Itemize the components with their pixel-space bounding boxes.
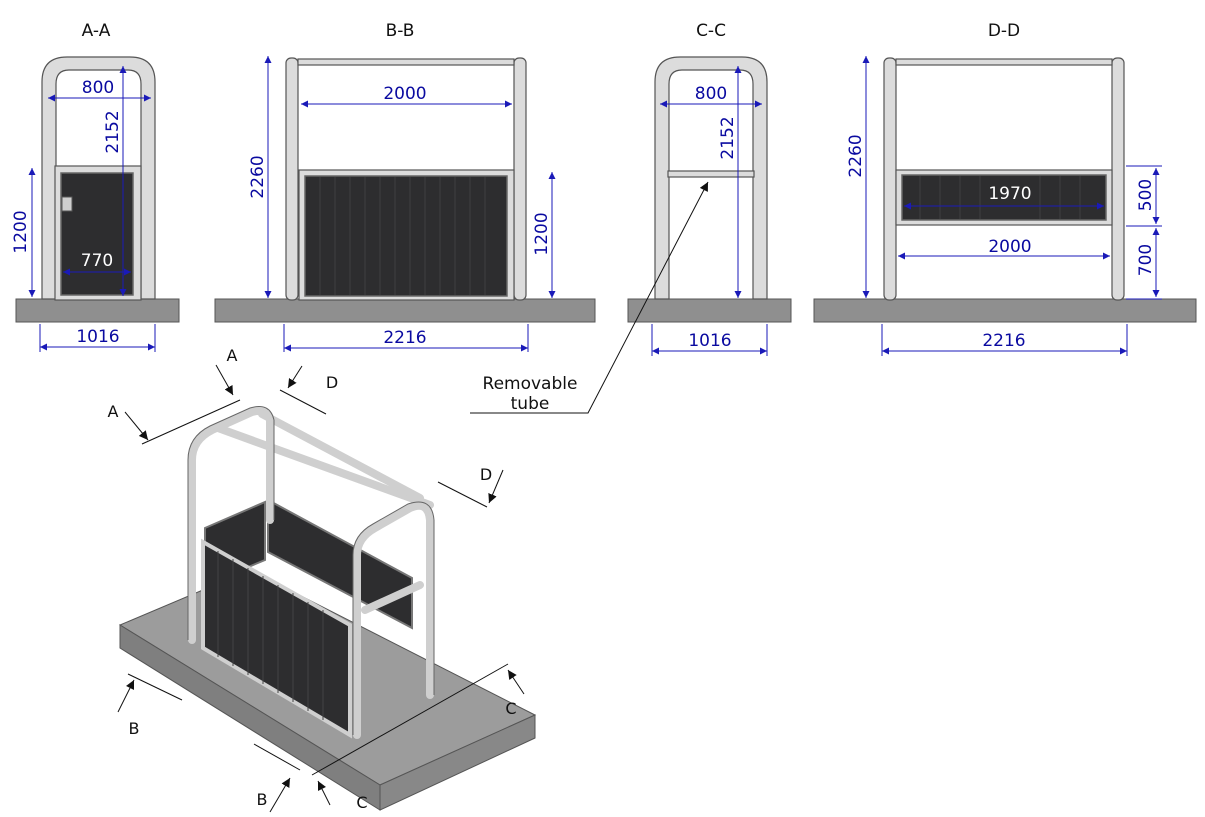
section-c-arrow-1 bbox=[317, 780, 331, 806]
section-c-label-1: C bbox=[356, 793, 367, 812]
view-c-c-title: C-C bbox=[696, 21, 726, 41]
section-d-line-2 bbox=[437, 481, 488, 508]
view-d-d-slats bbox=[919, 176, 1081, 219]
iso-tubes bbox=[188, 407, 434, 739]
iso-base-side bbox=[379, 714, 536, 811]
section-a-label-1: A bbox=[108, 402, 119, 421]
section-b-arrow-2 bbox=[269, 777, 291, 813]
view-b-b-slats bbox=[319, 177, 486, 295]
view-b-b-dim-panel-height: 1200 bbox=[532, 212, 552, 255]
section-a-arrow-1 bbox=[124, 411, 149, 441]
view-b-b-title: B-B bbox=[386, 21, 415, 41]
section-b-line-2 bbox=[253, 743, 301, 771]
section-b-line-1 bbox=[127, 673, 183, 701]
section-d-arrow-2 bbox=[488, 469, 504, 504]
view-b-b-base bbox=[214, 298, 596, 323]
view-c-c-dim-base: 1016 bbox=[688, 331, 731, 351]
section-c-line bbox=[311, 663, 509, 776]
view-a-a-dim-height: 2152 bbox=[103, 110, 123, 153]
view-b-b-dim-span: 2000 bbox=[383, 84, 426, 104]
section-d-label-1: D bbox=[326, 373, 338, 392]
view-c-c-base bbox=[627, 298, 792, 323]
view-c-c-dim-height: 2152 bbox=[718, 116, 738, 159]
callout-line-2: tube bbox=[511, 394, 550, 414]
view-d-d-dim-span: 2000 bbox=[988, 237, 1031, 257]
view-b-b-top-rail bbox=[297, 58, 515, 66]
view-d-d-base bbox=[813, 298, 1197, 323]
view-a-a-latch bbox=[61, 196, 73, 212]
view-a-a-base bbox=[15, 298, 180, 323]
view-a-a-dim-base: 1016 bbox=[76, 327, 119, 347]
view-a-a-dim-width: 800 bbox=[82, 78, 114, 98]
view-a-a: A-A 800 2152 1200 770 1016 bbox=[11, 21, 180, 352]
view-a-a-panel bbox=[60, 172, 134, 296]
section-a-line bbox=[141, 399, 241, 445]
view-d-d-dim-base: 2216 bbox=[982, 331, 1025, 351]
section-markers: A A D D B B C C bbox=[108, 346, 525, 813]
iso-tube-outlines bbox=[187, 406, 435, 735]
section-d-label-2: D bbox=[480, 465, 492, 484]
section-a-label-2: A bbox=[227, 346, 238, 365]
view-b-b-panel bbox=[304, 175, 508, 297]
section-c-label-2: C bbox=[505, 699, 516, 718]
view-d-d-dim-floor-gap: 700 bbox=[1136, 244, 1156, 276]
view-c-c-frame bbox=[654, 56, 768, 300]
view-b-b-post-right bbox=[513, 57, 527, 301]
section-d-line-1 bbox=[279, 389, 327, 415]
section-d-arrow-1 bbox=[287, 365, 303, 389]
view-d-d: D-D 1970 2000 2260 500 700 2216 bbox=[813, 21, 1197, 356]
view-a-a-title: A-A bbox=[82, 21, 111, 41]
section-a-arrow-2 bbox=[215, 364, 234, 396]
view-d-d-dim-height: 2260 bbox=[846, 134, 866, 177]
isometric-view bbox=[118, 406, 537, 811]
view-c-c: C-C 800 2152 1016 bbox=[627, 21, 792, 356]
view-d-d-top-rail bbox=[895, 58, 1113, 66]
section-b-arrow-1 bbox=[117, 679, 135, 713]
iso-panel-back-right bbox=[267, 498, 413, 630]
view-d-d-dim-panel-height: 500 bbox=[1136, 179, 1156, 211]
view-d-d-post-right bbox=[1111, 57, 1125, 301]
view-c-c-removable-tube bbox=[667, 170, 755, 178]
view-b-b-dim-base: 2216 bbox=[383, 328, 426, 348]
view-a-a-dim-panel-height: 1200 bbox=[11, 210, 31, 253]
iso-front-slats bbox=[217, 551, 324, 720]
view-c-c-dim-width: 800 bbox=[695, 84, 727, 104]
view-d-d-post-left bbox=[883, 57, 897, 301]
callout-line-1: Removable bbox=[483, 374, 578, 394]
removable-tube-callout: Removable tube bbox=[470, 181, 709, 414]
removable-tube-leader bbox=[470, 181, 709, 414]
view-b-b-post-left bbox=[285, 57, 299, 301]
view-b-b: B-B 2000 2260 1200 2216 bbox=[214, 21, 596, 352]
view-b-b-dim-height: 2260 bbox=[248, 155, 268, 198]
view-a-a-dim-panel-width: 770 bbox=[81, 251, 113, 271]
section-c-arrow-2 bbox=[507, 669, 525, 695]
view-d-d-dim-panel-width: 1970 bbox=[988, 184, 1031, 204]
view-d-d-title: D-D bbox=[988, 21, 1020, 41]
section-b-label-2: B bbox=[257, 790, 268, 809]
section-b-label-1: B bbox=[129, 719, 140, 738]
iso-panel-front bbox=[201, 538, 352, 739]
view-d-d-panel bbox=[901, 174, 1107, 221]
